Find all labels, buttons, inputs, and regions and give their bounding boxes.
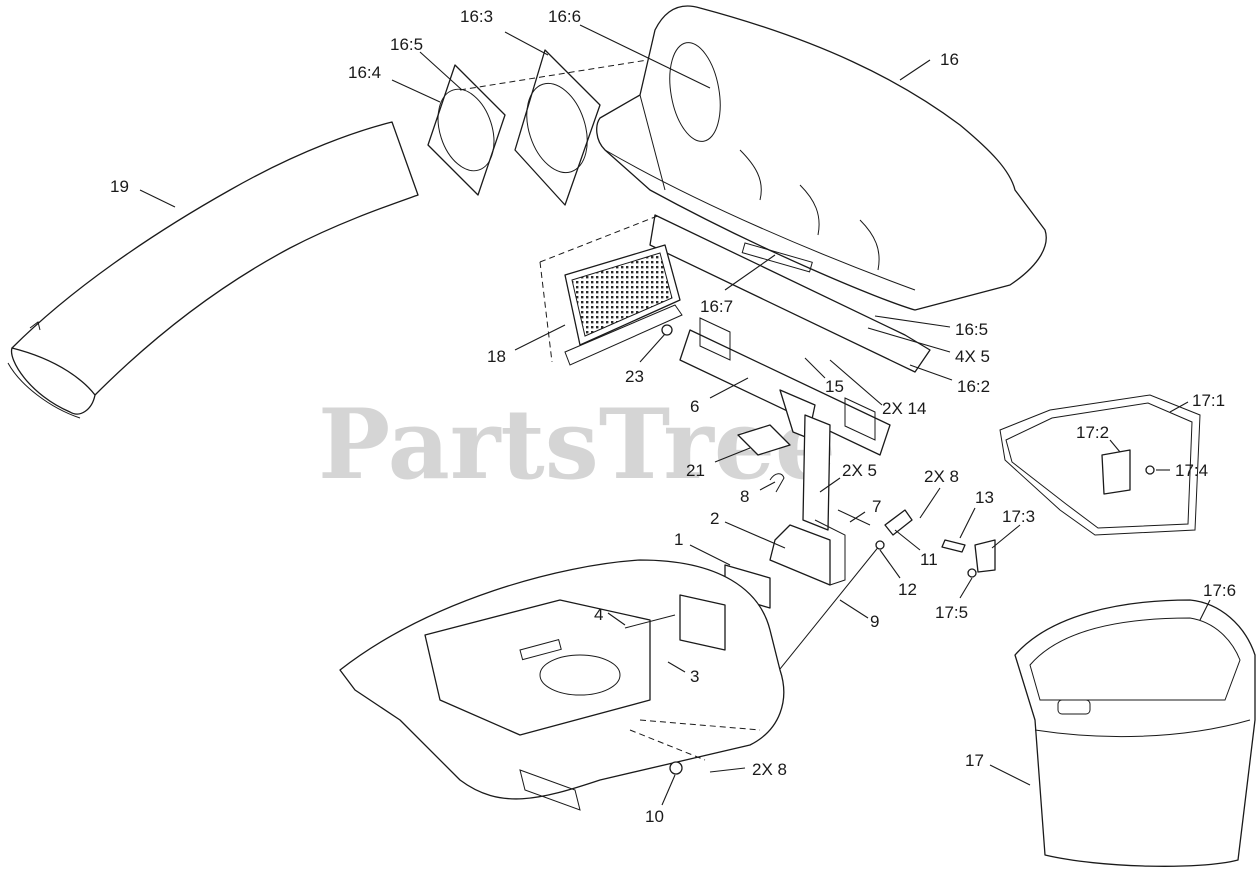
callout-10: 10 bbox=[645, 807, 664, 826]
collector-hood bbox=[596, 5, 1047, 311]
tractor-frame bbox=[339, 559, 785, 811]
nut-12 bbox=[875, 540, 885, 550]
callout-16: 16 bbox=[940, 50, 959, 69]
callout-17: 17 bbox=[965, 751, 984, 770]
discharge-tube bbox=[7, 121, 419, 419]
nut-17-5 bbox=[967, 568, 977, 578]
callout-18: 18 bbox=[487, 347, 506, 366]
callout-12: 12 bbox=[898, 580, 917, 599]
upright-post bbox=[769, 414, 846, 586]
callout-16-4: 16:4 bbox=[348, 63, 381, 82]
callout-17-3: 17:3 bbox=[1002, 507, 1035, 526]
callout-labels: 16:3 16:6 16 16:5 16:4 19 18 16:7 16:5 4… bbox=[110, 7, 1236, 826]
clevis-11 bbox=[884, 509, 913, 536]
callout-9: 9 bbox=[870, 612, 879, 631]
bag-frame bbox=[999, 394, 1201, 536]
callout-19: 19 bbox=[110, 177, 129, 196]
callout-8: 8 bbox=[740, 487, 749, 506]
pin-13 bbox=[941, 539, 966, 553]
callout-4: 4 bbox=[594, 605, 603, 624]
washer-10 bbox=[669, 761, 683, 775]
callout-2x8-lower: 2X 8 bbox=[752, 760, 787, 779]
gasket-16-3 bbox=[514, 49, 601, 206]
gasket-16-4 bbox=[427, 64, 506, 196]
latch-17-3 bbox=[974, 539, 996, 573]
callout-15: 15 bbox=[825, 377, 844, 396]
callout-16-3: 16:3 bbox=[460, 7, 493, 26]
callout-17-4: 17:4 bbox=[1175, 461, 1208, 480]
callout-23: 23 bbox=[625, 367, 644, 386]
callout-16-6: 16:6 bbox=[548, 7, 581, 26]
callout-1: 1 bbox=[674, 530, 683, 549]
callout-2x5: 2X 5 bbox=[842, 461, 877, 480]
callout-16-2: 16:2 bbox=[957, 377, 990, 396]
callout-16-5b: 16:5 bbox=[955, 320, 988, 339]
callout-13: 13 bbox=[975, 488, 994, 507]
pin-8 bbox=[769, 473, 785, 493]
callout-2: 2 bbox=[710, 509, 719, 528]
bolt-4 bbox=[624, 614, 676, 629]
grass-bag bbox=[1014, 599, 1256, 867]
bolt-7 bbox=[837, 509, 871, 526]
nut-17-4 bbox=[1145, 465, 1155, 475]
callout-2x8: 2X 8 bbox=[924, 467, 959, 486]
callout-21: 21 bbox=[686, 461, 705, 480]
callout-16-7: 16:7 bbox=[700, 297, 733, 316]
callout-7: 7 bbox=[872, 497, 881, 516]
callout-16-5: 16:5 bbox=[390, 35, 423, 54]
callout-17-1: 17:1 bbox=[1192, 391, 1225, 410]
callout-3: 3 bbox=[690, 667, 699, 686]
callout-17-6: 17:6 bbox=[1203, 581, 1236, 600]
callout-17-2: 17:2 bbox=[1076, 423, 1109, 442]
callout-4x5: 4X 5 bbox=[955, 347, 990, 366]
mesh-screen bbox=[564, 244, 683, 366]
bracket-21 bbox=[737, 424, 791, 456]
callout-6: 6 bbox=[690, 397, 699, 416]
washer-23 bbox=[661, 324, 673, 336]
callout-2x14: 2X 14 bbox=[882, 399, 926, 418]
callout-17-5: 17:5 bbox=[935, 603, 968, 622]
callout-11: 11 bbox=[920, 550, 938, 569]
leader-lines bbox=[139, 24, 1211, 806]
